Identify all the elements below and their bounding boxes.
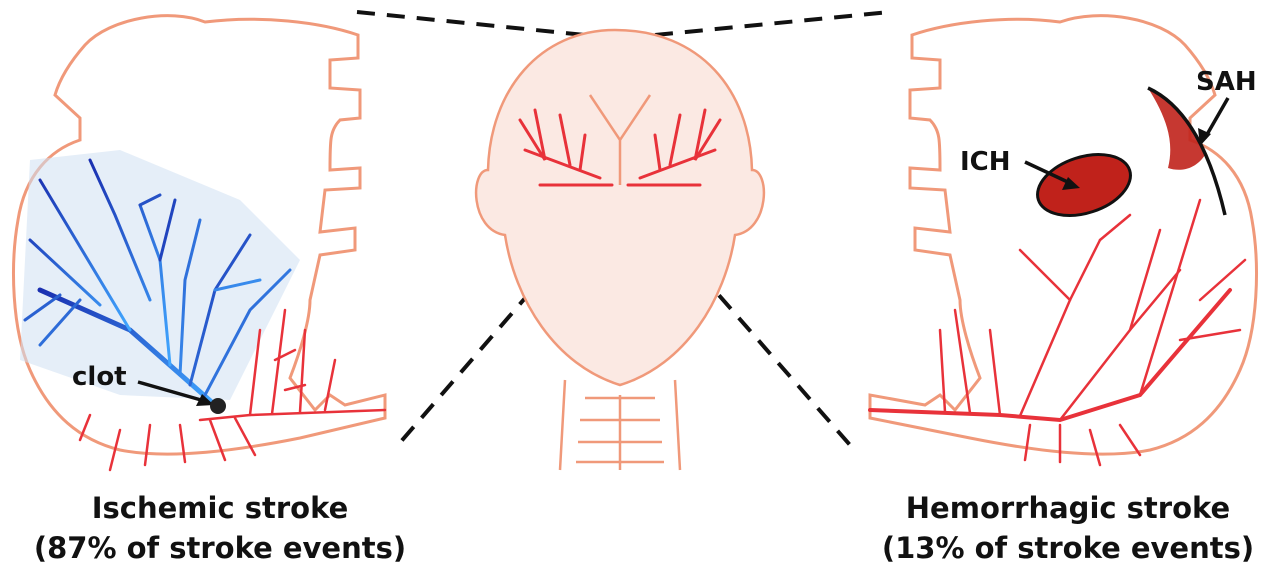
hemorrhagic-subtitle: (13% of stroke events) [868, 528, 1268, 568]
neck-vertebrae [560, 380, 680, 470]
head-silhouette [476, 30, 764, 385]
ischemic-caption: Ischemic stroke (87% of stroke events) [0, 488, 440, 568]
ischemic-title: Ischemic stroke [0, 488, 440, 528]
ischemic-subtitle: (87% of stroke events) [0, 528, 440, 568]
clot-label: clot [72, 362, 127, 392]
sah-label: SAH [1196, 67, 1257, 97]
hemorrhagic-title: Hemorrhagic stroke [868, 488, 1268, 528]
clot-marker [210, 398, 226, 414]
hemorrhagic-caption: Hemorrhagic stroke (13% of stroke events… [868, 488, 1268, 568]
ich-label: ICH [960, 147, 1011, 177]
